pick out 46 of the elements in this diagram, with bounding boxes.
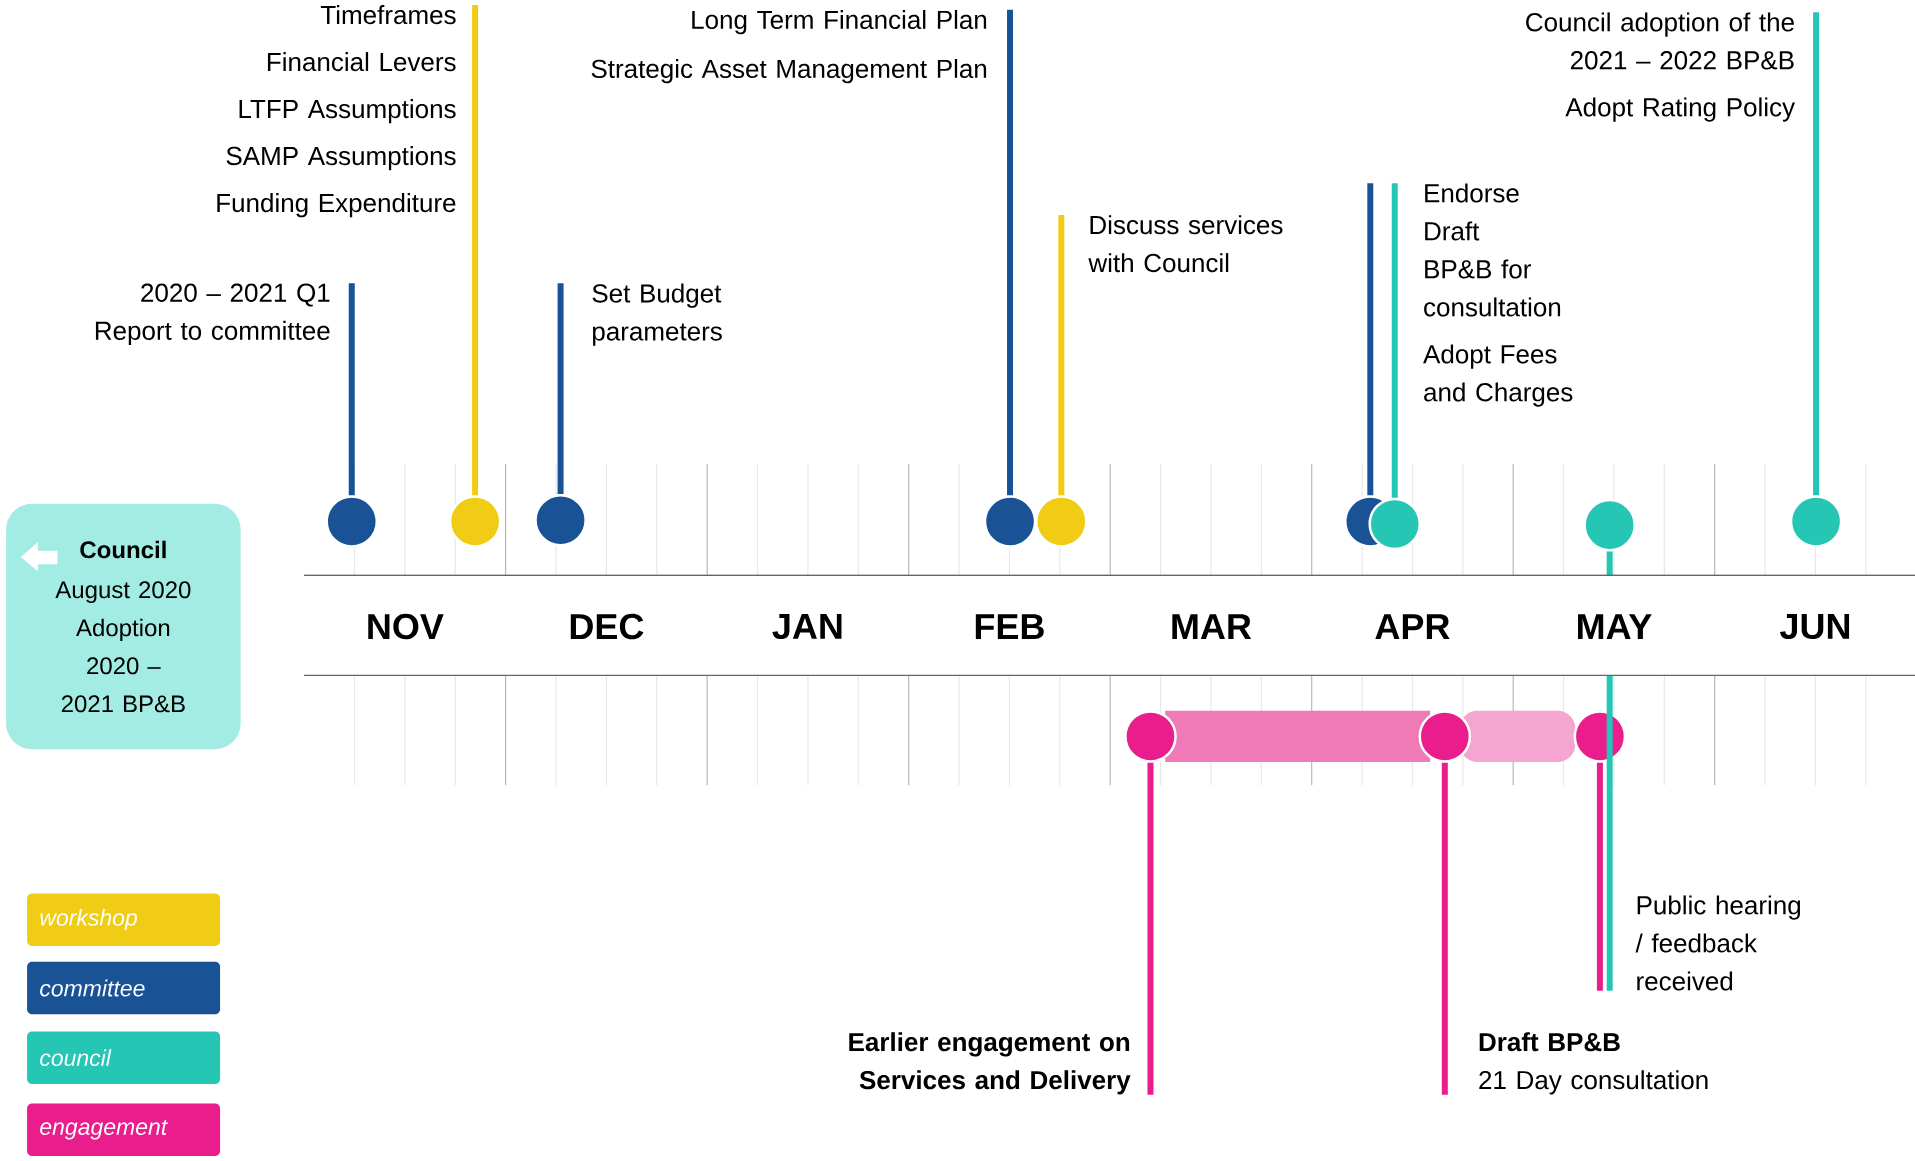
month-label: FEB: [975, 614, 1044, 639]
month-label: JAN: [772, 613, 842, 640]
annotation-text: 2020 – 2021 Q1 Report to committee: [95, 283, 330, 346]
info-box: Council August 2020 Adoption 2020 – 2021 BP&B: [6, 503, 241, 750]
timeline-dot: [1124, 710, 1177, 763]
annotation-text: Public hearing / feedback received: [1635, 895, 1800, 991]
timeline-dot: [448, 495, 502, 548]
duration-bar: [1165, 710, 1431, 763]
legend-item: council: [27, 1031, 221, 1084]
timeline-dot: [1368, 497, 1422, 551]
month-label: JUN: [1780, 613, 1850, 640]
legend-item: engagement: [27, 1103, 221, 1156]
timeline-dot: [325, 495, 379, 548]
month-label: DEC: [570, 613, 644, 640]
legend-item: committee: [27, 961, 221, 1015]
leader-line: [472, 4, 479, 496]
leader-line: [1147, 762, 1154, 1095]
timeline-dot: [1789, 495, 1843, 548]
leader-line: [1058, 214, 1065, 496]
timeline-dot: [983, 495, 1037, 548]
annotation-text: Set Budget parameters: [592, 283, 722, 346]
month-label: MAR: [1172, 614, 1252, 639]
month-label: MAY: [1578, 614, 1652, 639]
timeline-dot: [1035, 495, 1088, 548]
timeline-dot: [1418, 710, 1472, 763]
annotation-text: Discuss services with Council: [1088, 215, 1283, 273]
leader-line: [1813, 12, 1820, 496]
leader-line: [1007, 9, 1014, 496]
leader-line: [348, 283, 355, 496]
annotation-text: Timeframes Financial Levers LTFP Assumptions SAMP Assumptions Funding Expenditure: [217, 5, 456, 218]
leader-line: [1367, 183, 1374, 496]
annotation-text: Long Term Financial Plan Strategic Asset Management Plan: [591, 9, 987, 84]
timeline-dot: [1583, 498, 1636, 552]
timeline-dot: [1573, 710, 1627, 763]
annotation-text: Council adoption of the 2021 – 2022 BP&B Adopt Rating Policy: [1526, 12, 1795, 122]
legend-item: workshop: [27, 893, 221, 946]
leader-line: [557, 283, 564, 494]
annotation-text: Endorse Draft BP&B for consultation Adopt Fees and Charges: [1423, 183, 1573, 407]
month-label: NOV: [368, 613, 444, 640]
month-label: APR: [1375, 614, 1450, 639]
annotation-text: Draft BP&B 21 Day consultation: [1479, 1032, 1708, 1095]
timeline-dot: [534, 493, 587, 547]
annotation-text: Earlier engagement on Services and Delivery: [849, 1032, 1131, 1095]
leader-line: [1596, 762, 1603, 991]
leader-line: [1391, 183, 1398, 498]
leader-line: [1441, 762, 1448, 1095]
